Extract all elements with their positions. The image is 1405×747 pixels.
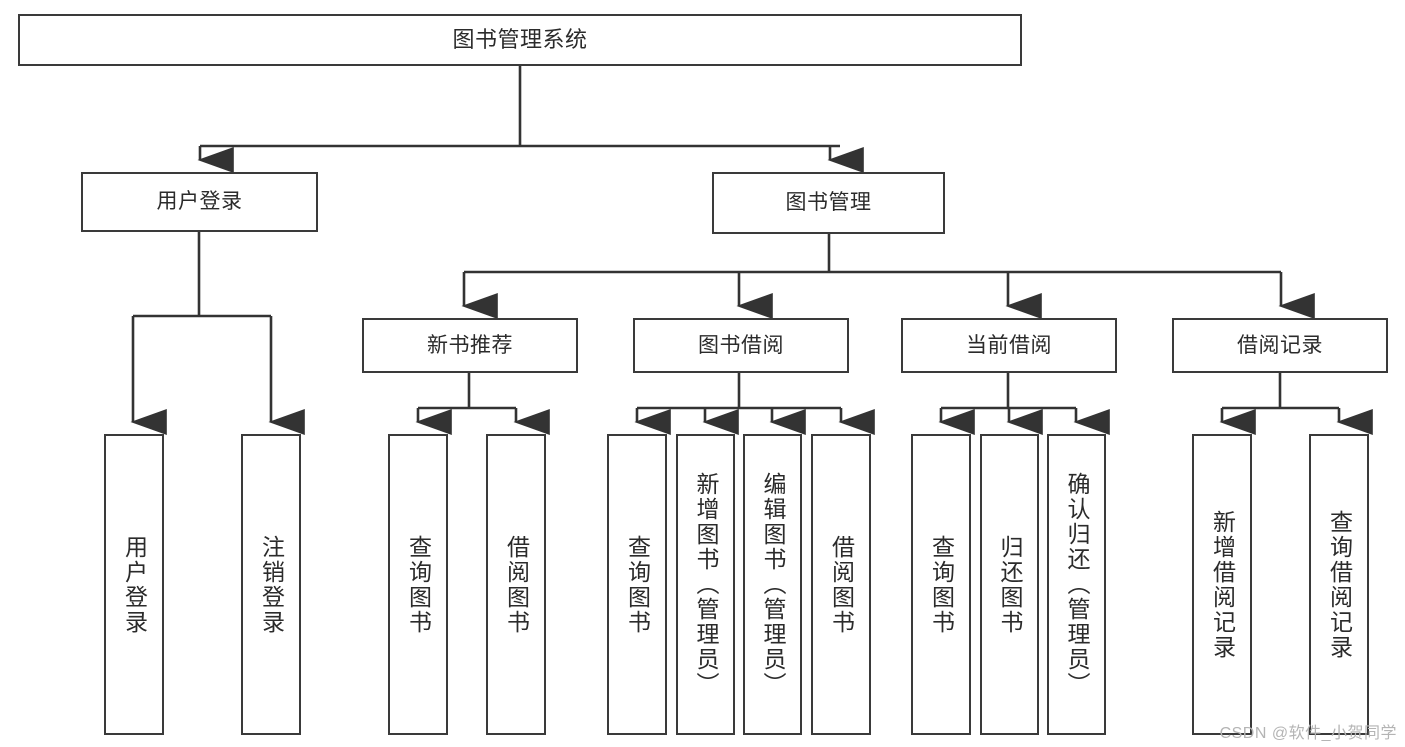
node-borrow-record[interactable]: 借阅记录 — [1172, 318, 1388, 373]
node-root[interactable]: 图书管理系统 — [18, 14, 1022, 66]
leaf-label: 确认归还（管理员） — [1064, 472, 1090, 697]
node-book-borrow[interactable]: 图书借阅 — [633, 318, 849, 373]
leaf-label: 归还图书 — [997, 534, 1023, 635]
leaf-new-book-borrow[interactable]: 借阅图书 — [486, 434, 546, 735]
leaf-label: 查询图书 — [624, 534, 651, 635]
leaf-user-login-login[interactable]: 用户登录 — [104, 434, 164, 735]
node-book-manage[interactable]: 图书管理 — [712, 172, 945, 234]
leaf-current-borrow-return[interactable]: 归还图书 — [980, 434, 1039, 735]
node-book-manage-label: 图书管理 — [785, 191, 872, 215]
leaf-book-borrow-edit[interactable]: 编辑图书（管理员） — [743, 434, 802, 735]
leaf-book-borrow-add[interactable]: 新增图书（管理员） — [676, 434, 735, 735]
leaf-label: 查询图书 — [405, 534, 432, 635]
leaf-label: 查询借阅记录 — [1326, 509, 1353, 660]
leaf-user-login-logout[interactable]: 注销登录 — [241, 434, 301, 735]
leaf-label: 借阅图书 — [503, 534, 530, 635]
node-borrow-record-label: 借阅记录 — [1237, 333, 1323, 357]
leaf-new-book-query[interactable]: 查询图书 — [388, 434, 448, 735]
leaf-label: 新增借阅记录 — [1209, 509, 1236, 660]
leaf-current-borrow-confirm[interactable]: 确认归还（管理员） — [1047, 434, 1106, 735]
leaf-label: 注销登录 — [258, 534, 285, 635]
node-new-book-recommend[interactable]: 新书推荐 — [362, 318, 578, 373]
leaf-current-borrow-query[interactable]: 查询图书 — [911, 434, 971, 735]
leaf-label: 编辑图书（管理员） — [760, 472, 786, 697]
leaf-book-borrow-borrow[interactable]: 借阅图书 — [811, 434, 871, 735]
node-user-login-label: 用户登录 — [156, 190, 243, 214]
node-current-borrow[interactable]: 当前借阅 — [901, 318, 1117, 373]
leaf-label: 查询图书 — [928, 534, 955, 635]
node-book-borrow-label: 图书借阅 — [698, 333, 784, 357]
leaf-label: 新增图书（管理员） — [693, 472, 719, 697]
node-current-borrow-label: 当前借阅 — [966, 333, 1052, 357]
csdn-watermark: CSDN @软件_小贺同学 — [1219, 725, 1397, 742]
leaf-label: 借阅图书 — [828, 534, 855, 635]
node-user-login[interactable]: 用户登录 — [81, 172, 318, 232]
leaf-label: 用户登录 — [121, 534, 148, 635]
leaf-borrow-record-add[interactable]: 新增借阅记录 — [1192, 434, 1252, 735]
node-new-book-recommend-label: 新书推荐 — [427, 333, 513, 357]
node-root-label: 图书管理系统 — [452, 26, 588, 52]
leaf-book-borrow-query[interactable]: 查询图书 — [607, 434, 667, 735]
leaf-borrow-record-query[interactable]: 查询借阅记录 — [1309, 434, 1369, 735]
